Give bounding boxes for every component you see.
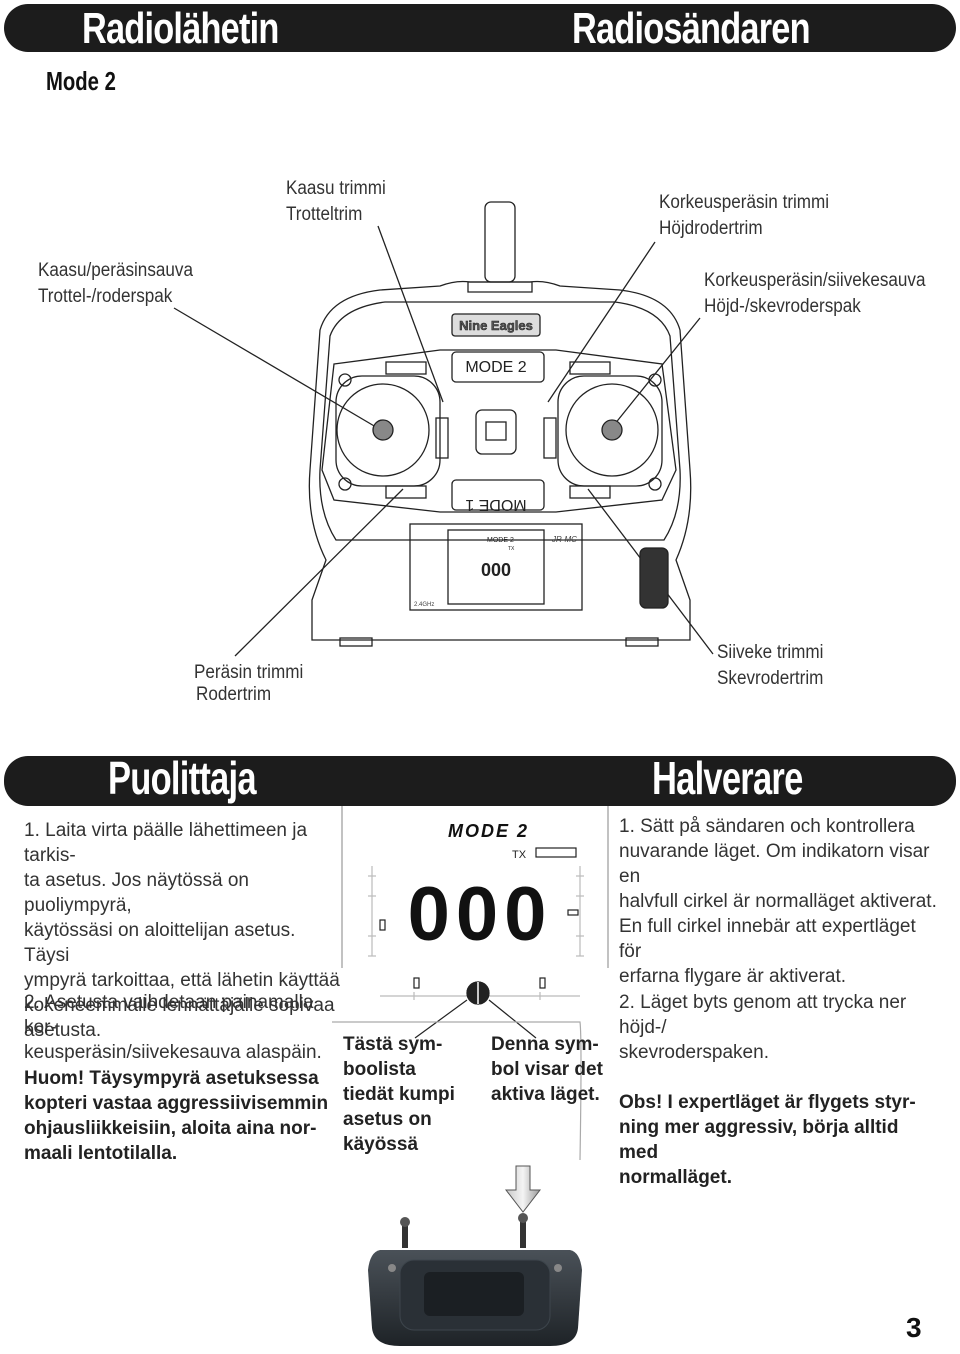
label-elevator-stick-sv: Höjd-/skevroderspak	[704, 296, 861, 317]
section-title-fi: Puolittaja	[108, 752, 257, 804]
label-throttle-stick-sv: Trottel-/roderspak	[38, 286, 173, 307]
page-number: 3	[906, 1312, 922, 1343]
fi-paragraph-1: 1. Laita virta päälle lähettimeen ja tar…	[24, 820, 340, 1041]
mode-label: Mode 2	[46, 66, 116, 96]
lcd-small-mode: MODE 2	[487, 537, 514, 544]
label-throttle-stick-fi: Kaasu/peräsinsauva	[38, 260, 193, 281]
section-bar	[4, 756, 956, 806]
display-mode-text: MODE 2	[448, 821, 529, 841]
lcd-freq: 2.4GHz	[414, 602, 434, 608]
label-elevator-trim-fi: Korkeusperäsin trimmi	[659, 192, 830, 213]
mode-bottom-text: MODE 1	[465, 496, 526, 513]
fi-note: Huom! Täysympyrä asetuksessa kopteri vas…	[24, 1068, 329, 1164]
lcd-display-diagram: MODE 2 TX 000	[332, 806, 609, 1160]
label-throttle-trim-fi: Kaasu trimmi	[286, 178, 386, 199]
title-finnish: Radiolähetin	[82, 4, 279, 53]
header-bar	[4, 4, 956, 52]
display-digits: 000	[408, 872, 553, 957]
label-aileron-trim-fi: Siiveke trimmi	[717, 642, 824, 663]
mode-top-text: MODE 2	[465, 359, 526, 376]
label-rudder-trim-fi: Peräsin trimmi	[194, 662, 304, 683]
label-throttle-trim-sv: Trotteltrim	[286, 204, 363, 225]
brand-text: Nine Eagles	[459, 318, 533, 333]
callout-right: Denna sym- bol visar det aktiva läget.	[491, 1034, 603, 1105]
section-title-sv: Halverare	[652, 752, 803, 804]
lcd-logo: JR-MC	[551, 535, 577, 544]
label-rudder-trim-sv: Rodertrim	[196, 684, 272, 705]
sv-paragraph-1: 1. Sätt på sändaren och kontrollera nuva…	[619, 816, 937, 987]
display-tx-text: TX	[512, 849, 527, 861]
sv-note: Obs! I expertläget är flygets styr- ning…	[619, 1092, 916, 1188]
transmitter-photo	[368, 1165, 582, 1346]
label-elevator-trim-sv: Höjdrodertrim	[659, 218, 763, 239]
label-aileron-trim-sv: Skevrodertrim	[717, 668, 824, 689]
label-elevator-stick-fi: Korkeusperäsin/siivekesauva	[704, 270, 926, 291]
title-swedish: Radiosändaren	[572, 4, 811, 53]
down-arrow-icon	[504, 1165, 542, 1213]
fi-paragraph-2: 2. Asetusta vaihdetaan painamalla kor- k…	[24, 992, 322, 1063]
lcd-small-digits: 000	[481, 560, 511, 580]
transmitter-drawing: Nine Eagles MODE 2 MODE 1	[173, 201, 714, 657]
callout-left: Tästä sym- boolista tiedät kumpi asetus …	[343, 1034, 455, 1155]
lcd-small-tx: TX	[508, 546, 515, 552]
sv-paragraph-2: 2. Läget byts genom att trycka ner höjd-…	[619, 992, 907, 1063]
